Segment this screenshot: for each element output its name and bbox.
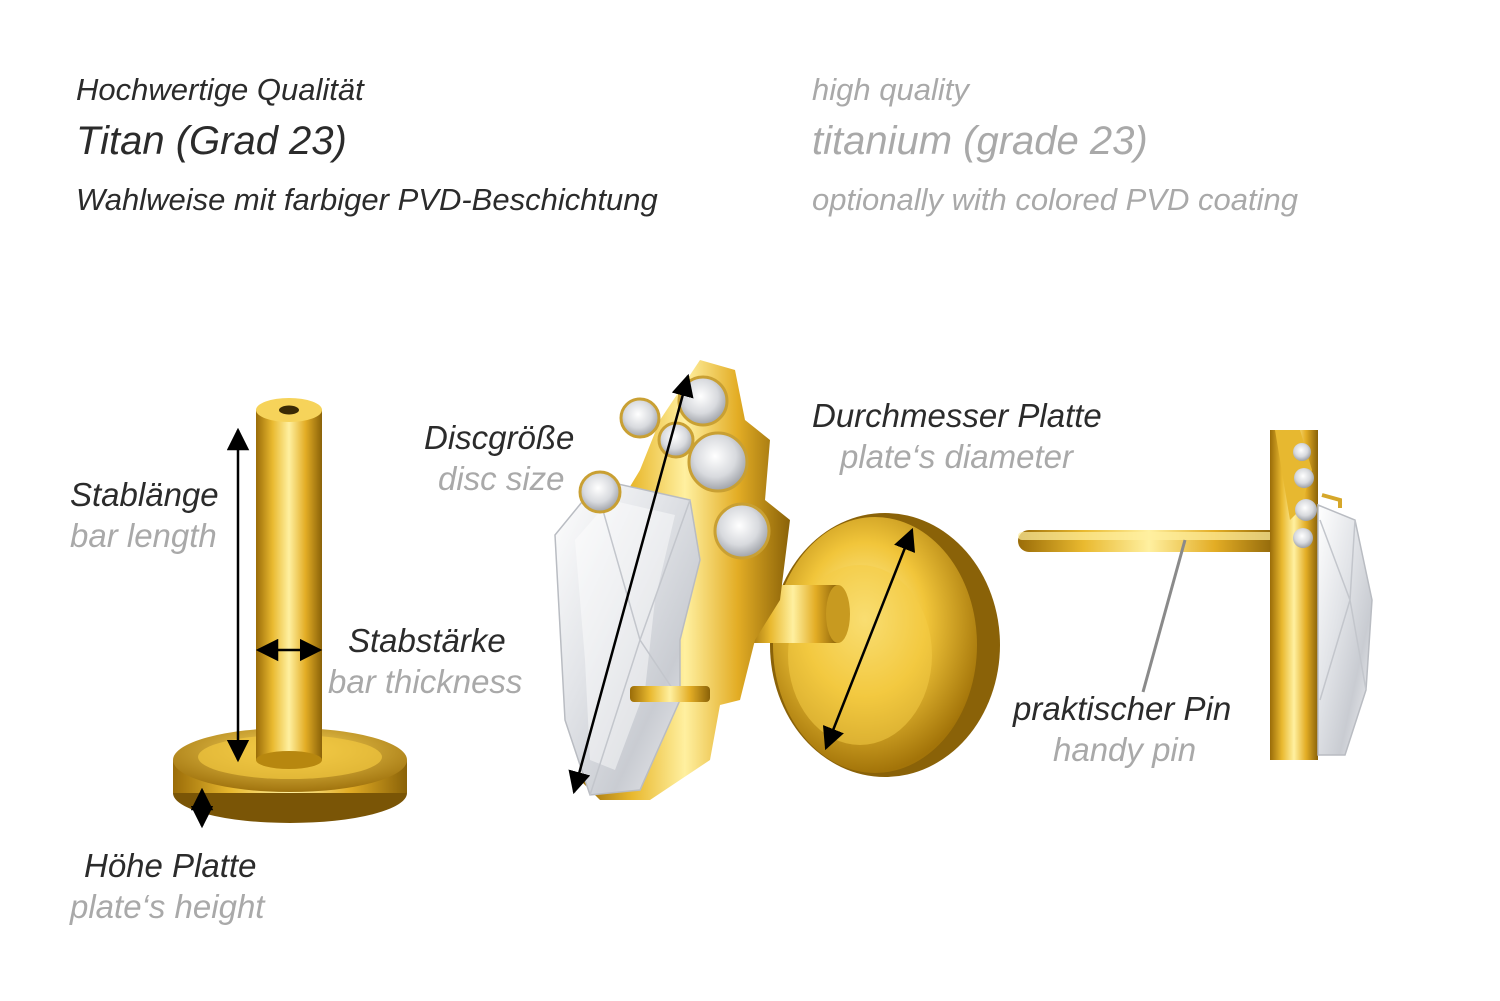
label-plate-height-de: Höhe Platte <box>84 847 257 884</box>
label-bar-length-de: Stablänge <box>70 476 219 513</box>
side-view-top <box>1018 430 1373 760</box>
handy-pin-pointer <box>1141 539 1187 693</box>
label-plate-diameter-en: plate‘s diameter <box>840 438 1073 475</box>
label-handy-pin-de: praktischer Pin <box>1013 690 1232 727</box>
label-plate-height-en: plate‘s height <box>70 888 265 925</box>
label-handy-pin-en: handy pin <box>1053 731 1197 768</box>
header-coating-de: Wahlweise mit farbiger PVD-Beschichtung <box>76 182 658 217</box>
header-material-de: Titan (Grad 23) <box>76 119 347 163</box>
label-plate-diameter-de: Durchmesser Platte <box>812 397 1102 434</box>
labret-base <box>173 398 407 823</box>
label-bar-thickness-de: Stabstärke <box>348 622 506 659</box>
header-quality-en: high quality <box>812 72 969 107</box>
header-coating-en: optionally with colored PVD coating <box>812 182 1298 217</box>
disc-size-arrow <box>568 373 694 795</box>
plate-diameter-arrow <box>822 527 916 751</box>
label-bar-thickness-en: bar thickness <box>328 663 523 700</box>
label-bar-length-en: bar length <box>70 517 217 554</box>
header-material-en: titanium (grade 23) <box>812 119 1148 163</box>
header-quality-de: Hochwertige Qualität <box>76 72 364 107</box>
label-disc-size-de: Discgröße <box>424 419 575 456</box>
label-disc-size-en: disc size <box>438 460 565 497</box>
